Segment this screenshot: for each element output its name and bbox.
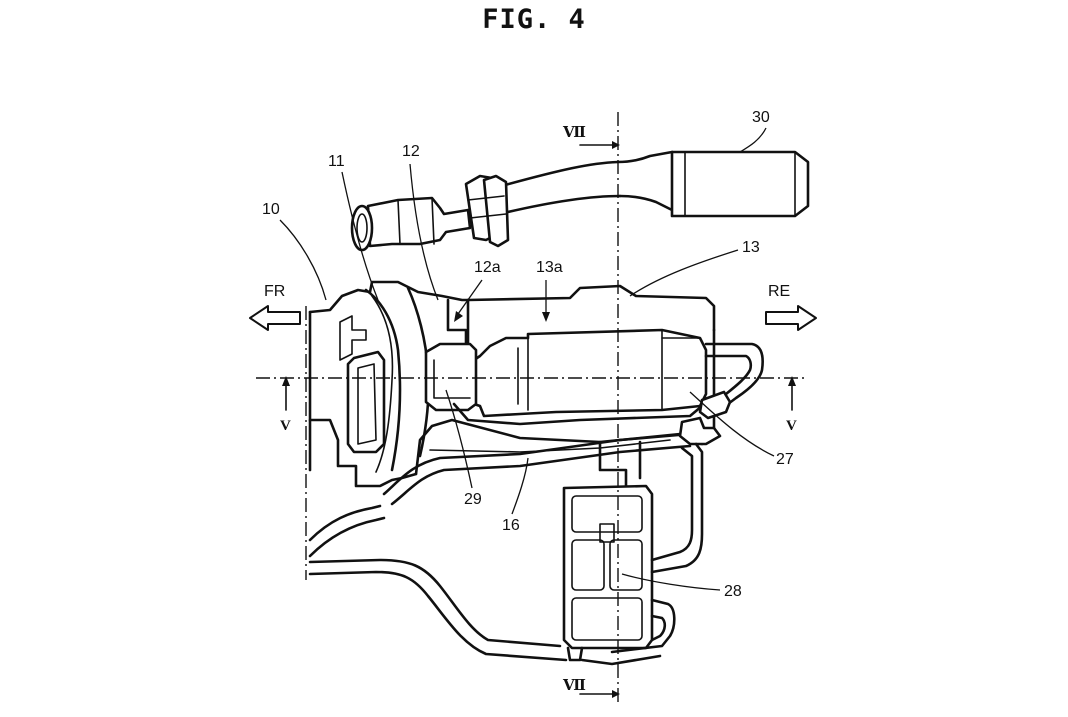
svg-text:29: 29 bbox=[464, 491, 482, 508]
front-label: FR bbox=[264, 283, 285, 300]
svg-text:16: 16 bbox=[502, 517, 520, 534]
svg-text:Ⅶ: Ⅶ bbox=[562, 678, 586, 694]
svg-text:Ⅶ: Ⅶ bbox=[562, 125, 586, 141]
svg-text:V: V bbox=[280, 418, 291, 434]
label-16: 16 bbox=[502, 457, 529, 534]
figure-title: FIG. 4 bbox=[482, 4, 586, 35]
label-10: 10 bbox=[262, 201, 327, 301]
rear-label: RE bbox=[768, 283, 790, 300]
svg-text:12a: 12a bbox=[474, 259, 501, 276]
label-12a: 12a bbox=[454, 259, 501, 322]
engine-body bbox=[308, 280, 716, 488]
svg-text:11: 11 bbox=[328, 153, 345, 170]
svg-text:10: 10 bbox=[262, 201, 280, 218]
section-mark-vii-top: Ⅶ bbox=[562, 125, 620, 149]
centerlines bbox=[256, 112, 806, 706]
label-27: 27 bbox=[689, 391, 794, 468]
label-13: 13 bbox=[629, 239, 760, 297]
section-mark-vii-bottom: Ⅶ bbox=[562, 678, 620, 698]
pipe-27 bbox=[678, 342, 764, 446]
lower-frame bbox=[308, 504, 662, 666]
label-12: 12 bbox=[402, 143, 439, 301]
catalytic-converter bbox=[350, 196, 472, 252]
canister-28 bbox=[562, 484, 654, 662]
hose-16 bbox=[382, 432, 692, 506]
label-13a: 13a bbox=[536, 259, 563, 322]
svg-text:27: 27 bbox=[776, 451, 794, 468]
canister-piping bbox=[610, 442, 704, 654]
svg-text:V: V bbox=[786, 418, 797, 434]
label-28: 28 bbox=[621, 573, 742, 600]
svg-text:13: 13 bbox=[742, 239, 760, 256]
svg-text:12: 12 bbox=[402, 143, 420, 160]
front-direction-arrow: FR bbox=[249, 283, 301, 331]
exhaust-pipe-assembly bbox=[350, 150, 810, 252]
rear-direction-arrow: RE bbox=[765, 283, 817, 331]
section-mark-v-right: V bbox=[786, 376, 797, 434]
label-29: 29 bbox=[445, 389, 482, 508]
label-11: 11 bbox=[328, 153, 379, 301]
flex-joint bbox=[464, 174, 510, 248]
svg-text:30: 30 bbox=[752, 109, 770, 126]
label-30: 30 bbox=[739, 109, 770, 153]
svg-text:28: 28 bbox=[724, 583, 742, 600]
section-mark-v-left: V bbox=[280, 376, 291, 434]
svg-text:13a: 13a bbox=[536, 259, 563, 276]
muffler bbox=[670, 150, 810, 218]
